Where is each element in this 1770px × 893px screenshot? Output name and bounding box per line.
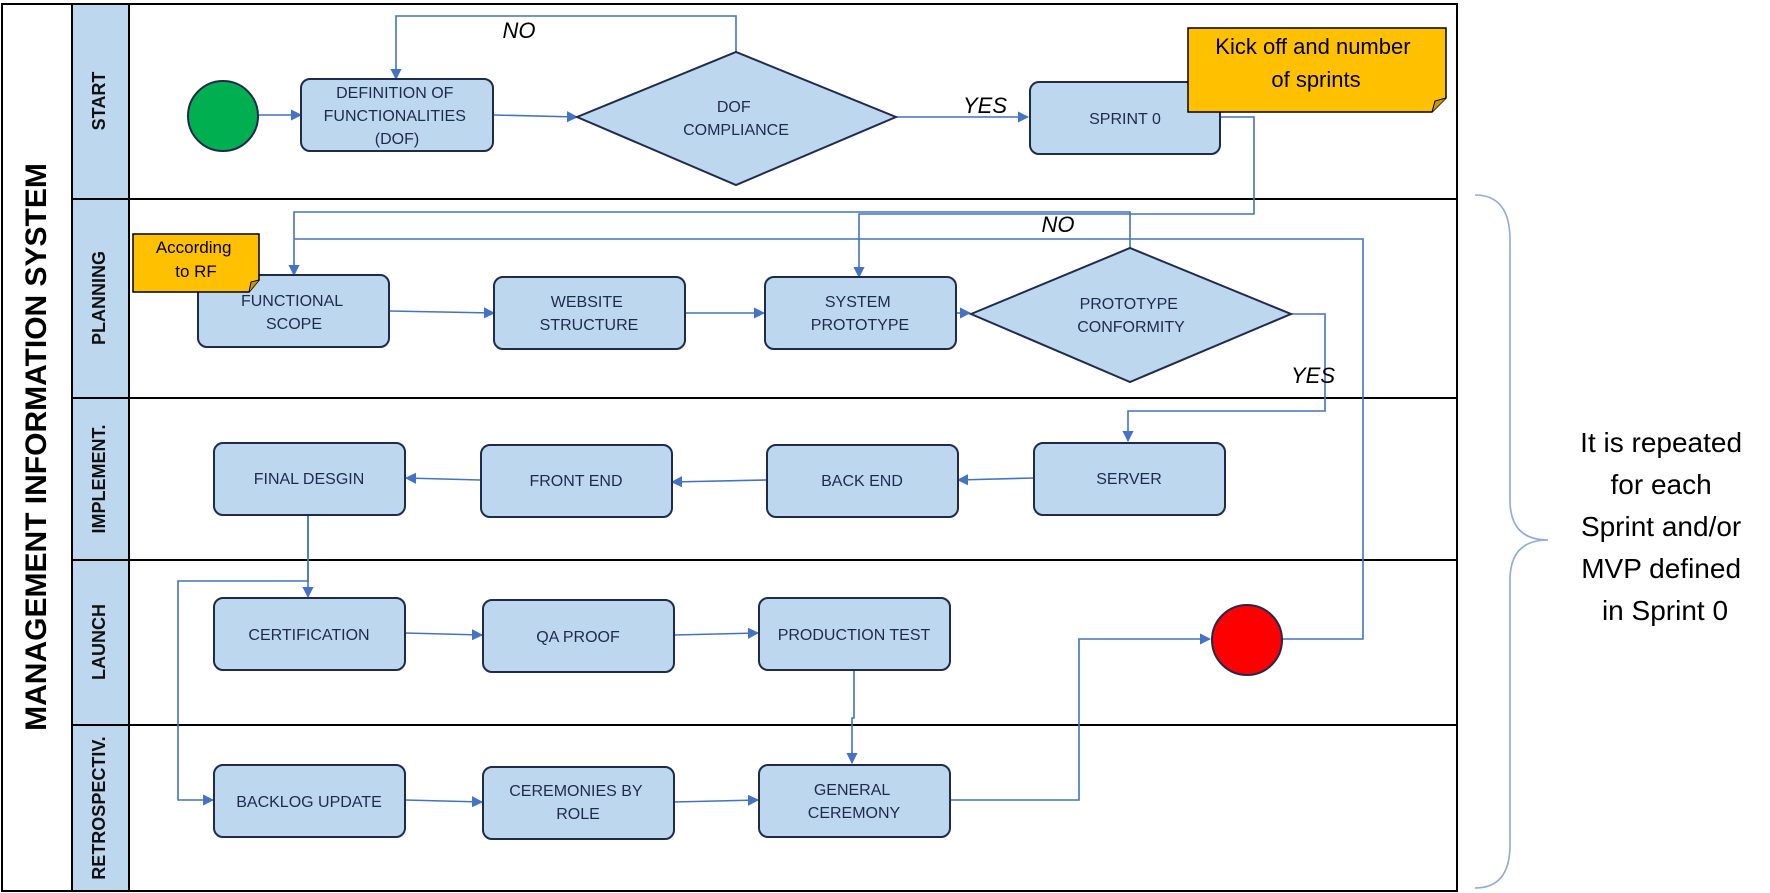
edge-label-dof-yes: YES (963, 93, 1007, 118)
lane-label-start (71, 3, 130, 200)
connector-qa-to-prodtest (673, 627, 760, 639)
node-system-prototype: SYSTEM PROTOTYPE (764, 276, 957, 350)
lane-label-implement (71, 397, 130, 561)
connector-server-to-backend (956, 474, 1034, 486)
node-sprint0: SPRINT 0 (1029, 81, 1221, 155)
node-qa-proof-label: QA PROOF (536, 629, 620, 646)
decision-prototype-conformity-label: PROTOTYPE CONFORMITY (1077, 296, 1185, 336)
lane-planning-label: PLANNING (89, 251, 109, 345)
node-functional-scope: FUNCTIONAL SCOPE (197, 274, 390, 348)
node-production-test: PRODUCTION TEST (758, 597, 951, 671)
node-certification-label: CERTIFICATION (248, 627, 369, 644)
decision-dof-compliance-label: DOF COMPLIANCE (683, 99, 789, 139)
connector-backend-to-frontend (670, 476, 767, 488)
repeat-brace (1474, 194, 1549, 889)
connector-end-loop-back (294, 238, 1364, 640)
node-general-ceremony: GENERAL CEREMONY (758, 764, 951, 838)
node-system-prototype-label: SYSTEM PROTOTYPE (811, 294, 909, 334)
node-server-label: SERVER (1096, 471, 1162, 488)
edge-label-dof-no: NO (503, 18, 536, 43)
node-front-end-label: FRONT END (529, 473, 622, 490)
node-final-design: FINAL DESGIN (213, 442, 406, 516)
decision-dof-compliance: DOF COMPLIANCE (574, 50, 899, 187)
lane-label-launch (71, 559, 130, 726)
node-back-end: BACK END (766, 444, 959, 518)
node-ceremonies-by-role: CEREMONIES BY ROLE (482, 766, 675, 840)
connector-conformity-yes (1122, 313, 1326, 443)
node-backlog-update: BACKLOG UPDATE (213, 764, 406, 838)
lane-implement-label: IMPLEMENT. (89, 424, 109, 533)
connector-cert-to-qa (404, 629, 484, 641)
connector-compliance-no (390, 15, 737, 81)
connector-general-to-end (950, 633, 1212, 801)
decision-prototype-conformity: PROTOTYPE CONFORMITY (968, 246, 1294, 384)
node-functional-scope-label: FUNCTIONAL SCOPE (241, 293, 347, 333)
lane-start-label: START (89, 72, 109, 131)
connector-conformity-no (288, 211, 1131, 277)
node-dof: DEFINITION OF FUNCTIONALITIES (DOF) (300, 78, 494, 152)
note-according-rf: According to RF (132, 233, 260, 293)
node-ceremonies-by-role-label: CEREMONIES BY ROLE (509, 783, 647, 823)
connector-backlog-to-ceremonies (404, 796, 484, 808)
lane-label-planning (71, 198, 130, 399)
node-general-ceremony-label: GENERAL CEREMONY (808, 782, 901, 822)
connector-scope-to-structure (388, 307, 496, 319)
note-kickoff: Kick off and number of sprints (1187, 27, 1447, 113)
note-kickoff-text: Kick off and number of sprints (1215, 34, 1416, 92)
lane-retro-label: RETROSPECTIV. (89, 736, 109, 879)
connector-dof-to-compliance (492, 111, 579, 123)
node-certification: CERTIFICATION (213, 597, 406, 671)
node-server: SERVER (1033, 442, 1226, 516)
start-event (187, 80, 259, 152)
node-dof-label: DEFINITION OF FUNCTIONALITIES (DOF) (324, 85, 471, 148)
node-final-design-label: FINAL DESGIN (254, 471, 365, 488)
connector-sprint0-to-planning (853, 116, 1255, 279)
connectors (177, 15, 1364, 808)
end-event (1211, 604, 1283, 676)
connector-frontend-to-design (404, 472, 481, 484)
node-qa-proof: QA PROOF (482, 599, 675, 673)
repeat-note: It is repeated for each Sprint and/or MV… (1580, 427, 1750, 626)
edge-label-proto-yes: YES (1291, 363, 1335, 388)
node-sprint0-label: SPRINT 0 (1089, 111, 1161, 128)
node-website-structure-label: WEBSITE STRUCTURE (540, 294, 639, 334)
lane-label-retro (71, 724, 130, 892)
node-front-end: FRONT END (480, 444, 673, 518)
node-website-structure: WEBSITE STRUCTURE (493, 276, 686, 350)
connector-prodtest-to-general (846, 670, 858, 765)
connector-ceremonies-to-general (673, 794, 760, 806)
lane-launch-label: LAUNCH (89, 604, 109, 680)
node-production-test-label: PRODUCTION TEST (778, 627, 931, 644)
connector-design-to-backlog (177, 515, 309, 806)
diagram-title: MANAGEMENT INFORMATION SYSTEM (20, 163, 53, 731)
node-back-end-label: BACK END (821, 473, 903, 490)
node-backlog-update-label: BACKLOG UPDATE (236, 794, 382, 811)
edge-label-proto-no: NO (1042, 212, 1075, 237)
note-according-rf-text: According to RF (156, 238, 236, 281)
diagram-frame (1, 3, 1458, 892)
